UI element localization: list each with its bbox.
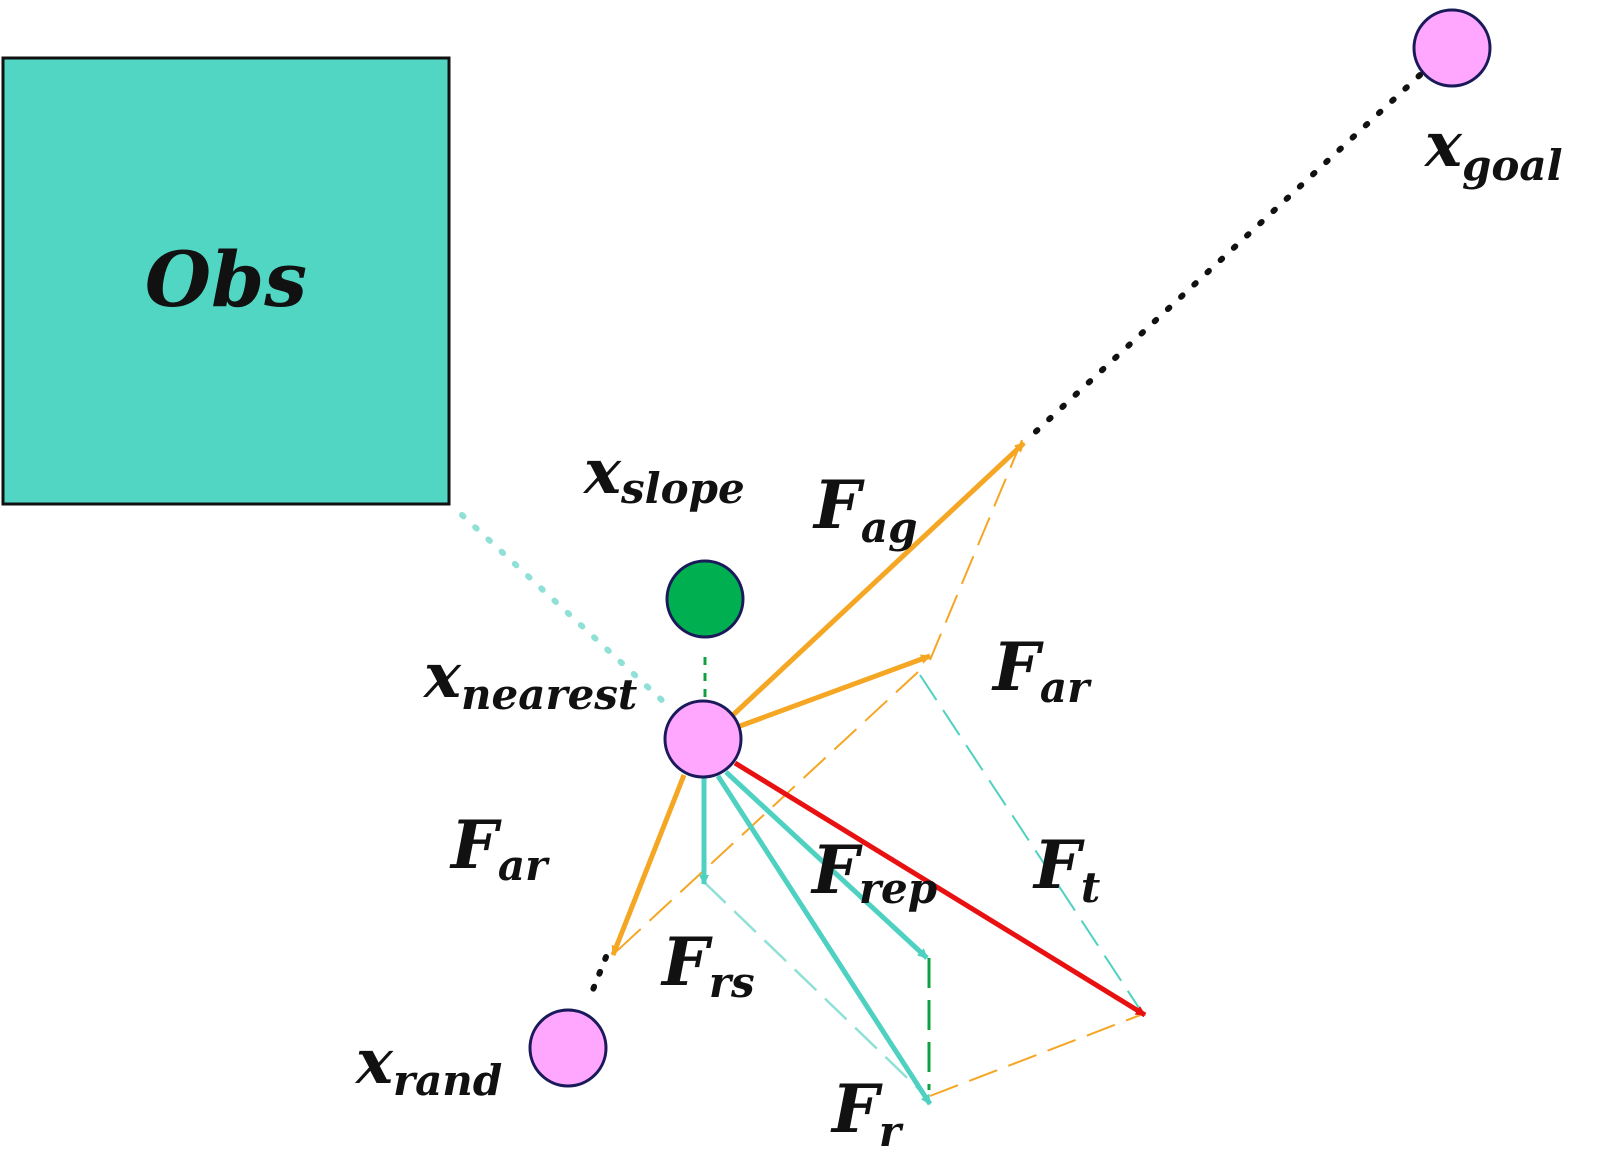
label-f-ar-lower: Far (449, 806, 550, 890)
force-t-arrow (733, 760, 1147, 1018)
label-x-nearest: xnearest (422, 639, 637, 719)
force-ar-lower-arrow (610, 774, 687, 956)
force-ag-arrow (731, 441, 1026, 717)
node-goal (1412, 8, 1492, 88)
force-ar-upper-arrow (739, 653, 931, 729)
obstacle-box (1, 56, 451, 506)
rand-dotted-line (589, 954, 609, 995)
force-r-arrow (715, 774, 933, 1106)
label-x-slope: xslope (582, 435, 745, 513)
label-f-rs: Frs (660, 923, 755, 1007)
orange-dash-ag-to-ar (929, 439, 1023, 661)
orange-dash-fr-to-ft (929, 1013, 1144, 1097)
label-x-goal: xgoal (1423, 108, 1563, 190)
force-rep-arrow (724, 770, 929, 960)
label-f-rep: Frep (810, 831, 937, 913)
label-f-ar-upper: Far (991, 628, 1092, 712)
label-f-t: Ft (1032, 826, 1100, 912)
orange-dash-ar-to-arlow (617, 671, 919, 951)
node-rand (528, 1008, 608, 1088)
obstacle-label: Obs (145, 235, 307, 324)
goal-dotted-line (1027, 72, 1423, 440)
teal-dash-frs-to-fr (703, 881, 927, 1097)
node-slope (665, 559, 745, 639)
node-nearest (663, 699, 743, 779)
teal-dash-ar-to-ft (919, 674, 1144, 1015)
label-x-rand: xrand (354, 1025, 502, 1105)
label-f-ag: Fag (812, 466, 917, 552)
label-f-r: Fr (830, 1070, 904, 1156)
